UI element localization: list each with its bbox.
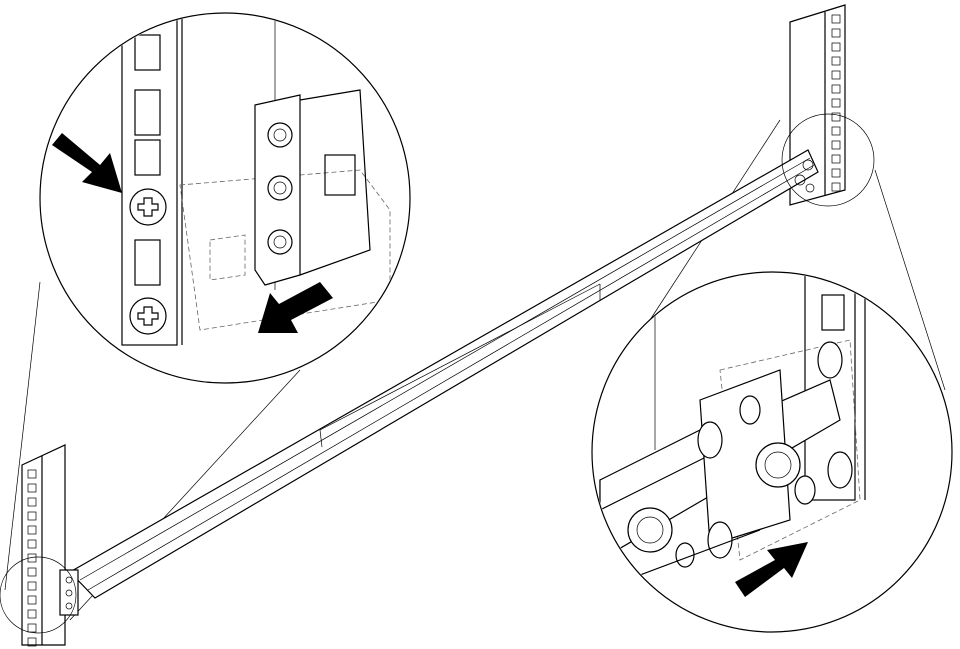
right-detail-marker: [781, 113, 875, 207]
slide-rail: [59, 149, 819, 616]
rack-hole: [831, 168, 841, 178]
rack-hole: [27, 483, 37, 493]
left-detail-marker: [0, 556, 77, 634]
arrow-right-down-icon: [52, 133, 122, 193]
rack-hole: [27, 497, 37, 507]
rack-hole: [831, 182, 841, 192]
rack-hole: [27, 469, 37, 479]
rack-hole: [831, 98, 841, 108]
rack-hole: [831, 70, 841, 80]
rack-hole: [27, 525, 37, 535]
rack-hole: [27, 595, 37, 605]
rack-hole: [27, 623, 37, 633]
rack-hole: [831, 126, 841, 136]
screw-phillips-icon: [129, 297, 167, 335]
rack-hole: [27, 609, 37, 619]
rack-hole: [27, 581, 37, 591]
rack-hole: [831, 140, 841, 150]
rack-hole: [831, 56, 841, 66]
rack-hole: [831, 42, 841, 52]
arrow-right-up-icon: [735, 542, 808, 597]
rack-hole: [831, 28, 841, 38]
rack-hole: [831, 154, 841, 164]
rack-hole: [27, 539, 37, 549]
rear-bracket-detail: [591, 271, 953, 633]
screw-phillips-icon: [129, 188, 167, 226]
rack-hole: [27, 511, 37, 521]
rack-hole: [831, 112, 841, 122]
front-bracket-detail: [39, 12, 411, 384]
rack-hole: [27, 567, 37, 577]
left-rack-post: [21, 444, 66, 647]
rack-hole: [27, 637, 37, 647]
rack-hole: [831, 14, 841, 24]
rack-hole: [831, 84, 841, 94]
arrow-left-down-icon: [258, 282, 333, 333]
